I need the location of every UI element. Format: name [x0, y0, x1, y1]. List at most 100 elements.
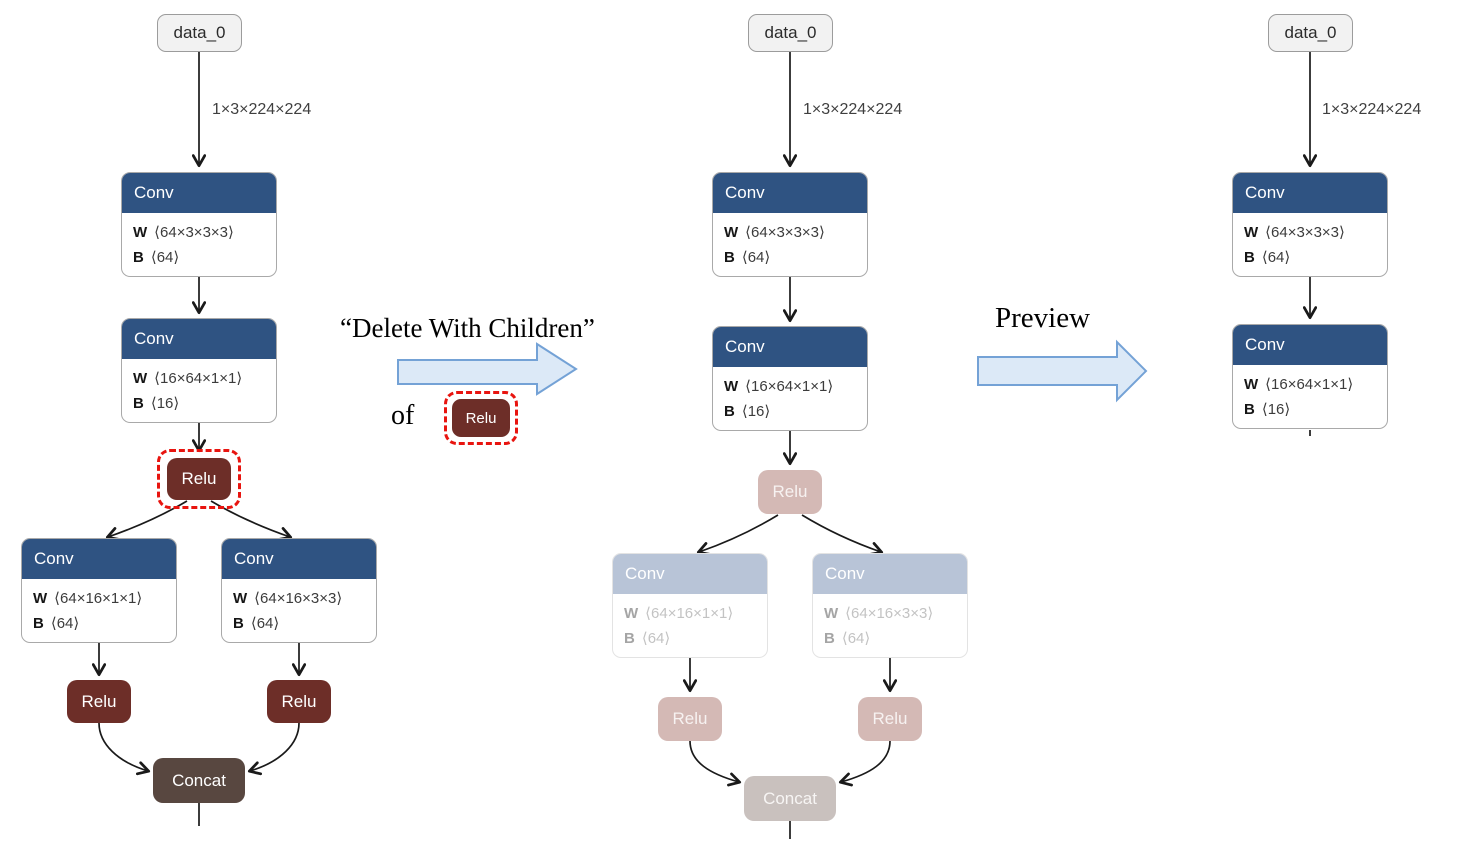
weight-value: ⟨64×16×1×1⟩ — [645, 605, 734, 622]
weight-value: ⟨16×64×1×1⟩ — [745, 378, 834, 395]
bias-value: ⟨64⟩ — [641, 630, 671, 647]
conv-title: Conv — [713, 173, 867, 213]
bias-value: ⟨64⟩ — [150, 249, 180, 266]
weight-param: W ⟨64×16×3×3⟩ — [233, 586, 376, 611]
edge-relu-concat-right — [838, 740, 891, 787]
bias-param: B ⟨64⟩ — [233, 611, 376, 636]
weight-param: W ⟨64×3×3×3⟩ — [1244, 220, 1387, 245]
concat-node-deleted[interactable]: Concat — [744, 776, 836, 821]
conv-params: W ⟨16×64×1×1⟩ B ⟨16⟩ — [122, 359, 276, 422]
conv-node[interactable]: Conv W ⟨16×64×1×1⟩ B ⟨16⟩ — [1232, 324, 1388, 429]
conv-title: Conv — [222, 539, 376, 579]
weight-key: W — [1244, 224, 1259, 241]
conv-params: W⟨64×3×3×3⟩ B ⟨64⟩ — [122, 213, 276, 276]
bias-param: B⟨64⟩ — [33, 611, 176, 636]
action-caption: “Delete With Children” — [340, 313, 595, 343]
bias-value: ⟨16⟩ — [150, 395, 180, 412]
bias-param: B ⟨64⟩ — [624, 626, 767, 651]
relu-node-deleted[interactable]: Relu — [658, 697, 722, 741]
bias-param: B⟨64⟩ — [824, 626, 967, 651]
weight-key: W — [724, 378, 739, 395]
conv-node[interactable]: Conv W ⟨64×16×3×3⟩ B ⟨64⟩ — [221, 538, 377, 643]
weight-key: W — [133, 370, 148, 387]
weight-key: W — [1244, 376, 1259, 393]
weight-value: ⟨64×3×3×3⟩ — [745, 224, 825, 241]
action-relu-chip: Relu — [452, 399, 510, 437]
bias-key: B — [1244, 401, 1255, 418]
bias-key: B — [724, 403, 735, 420]
bias-key: B — [133, 395, 144, 412]
bias-param: B ⟨16⟩ — [1244, 397, 1387, 422]
input-node[interactable]: data_0 — [157, 14, 242, 52]
edge-relu-convleft — [696, 514, 779, 556]
weight-key: W — [624, 605, 639, 622]
weight-key: W — [824, 605, 839, 622]
conv-params: W ⟨64×3×3×3⟩ B ⟨64⟩ — [1233, 213, 1387, 276]
conv-node[interactable]: Conv W⟨16×64×1×1⟩ B⟨16⟩ — [121, 318, 277, 423]
weight-param: W⟨64×3×3×3⟩ — [133, 220, 276, 245]
bias-key: B — [133, 249, 144, 266]
input-node[interactable]: data_0 — [748, 14, 833, 52]
weight-value: ⟨16×64×1×1⟩ — [1265, 376, 1354, 393]
bias-value: ⟨64⟩ — [1261, 249, 1291, 266]
weight-value: ⟨64×16×3×3⟩ — [845, 605, 934, 622]
action-chip-highlight — [444, 391, 518, 445]
conv-params: W ⟨64×16×3×3⟩ B⟨64⟩ — [813, 594, 967, 657]
relu-node[interactable]: Relu — [67, 680, 131, 723]
conv-node[interactable]: Conv W⟨64×3×3×3⟩ B⟨64⟩ — [1232, 172, 1388, 277]
input-node[interactable]: data_0 — [1268, 14, 1353, 52]
edge-relu-concat-left — [98, 722, 151, 776]
conv-title: Conv — [713, 327, 867, 367]
bias-key: B — [233, 615, 244, 632]
conv-node[interactable]: Conv W ⟨16×64×1×1⟩ B ⟨16⟩ — [712, 326, 868, 431]
conv-params: W ⟨64×16×3×3⟩ B ⟨64⟩ — [222, 579, 376, 642]
bias-key: B — [624, 630, 635, 647]
conv-node-deleted[interactable]: Conv W ⟨64×16×1×1⟩ B ⟨64⟩ — [612, 553, 768, 658]
bias-value: ⟨16⟩ — [741, 403, 771, 420]
weight-param: W ⟨16×64×1×1⟩ — [133, 366, 276, 391]
relu-node-selected[interactable]: Relu — [167, 458, 231, 500]
tensor-shape-label: 1×3×224×224 — [1322, 101, 1422, 118]
bias-key: B — [824, 630, 835, 647]
conv-node[interactable]: Conv W⟨64×3×3×3⟩ B⟨64⟩ — [712, 172, 868, 277]
conv-title: Conv — [813, 554, 967, 594]
bias-key: B — [1244, 249, 1255, 266]
bias-value: ⟨64⟩ — [50, 615, 80, 632]
relu-node[interactable]: Relu — [267, 680, 331, 723]
conv-node-deleted[interactable]: Conv W ⟨64×16×3×3⟩ B⟨64⟩ — [812, 553, 968, 658]
conv-title: Conv — [1233, 325, 1387, 365]
edge-relu-convleft — [105, 500, 188, 541]
relu-node-deleted[interactable]: Relu — [858, 697, 922, 741]
relu-node-deleted[interactable]: Relu — [758, 470, 822, 514]
weight-param: W ⟨16×64×1×1⟩ — [724, 374, 867, 399]
weight-key: W — [133, 224, 148, 241]
concat-node[interactable]: Concat — [153, 758, 245, 803]
edge-relu-concat-right — [247, 722, 300, 776]
conv-node[interactable]: Conv W⟨64×3×3×3⟩ B⟨64⟩ — [121, 172, 277, 277]
weight-value: ⟨64×16×1×1⟩ — [54, 590, 143, 607]
edge-relu-concat-left — [689, 740, 742, 787]
bias-param: B ⟨16⟩ — [133, 391, 276, 416]
conv-title: Conv — [22, 539, 176, 579]
weight-value: ⟨64×16×3×3⟩ — [254, 590, 343, 607]
weight-key: W — [233, 590, 248, 607]
weight-value: ⟨16×64×1×1⟩ — [154, 370, 243, 387]
conv-params: W ⟨16×64×1×1⟩ B ⟨16⟩ — [713, 367, 867, 430]
conv-params: W⟨64×16×1×1⟩ B⟨64⟩ — [22, 579, 176, 642]
bias-param: B ⟨64⟩ — [1244, 245, 1387, 270]
tensor-shape-label: 1×3×224×224 — [803, 101, 903, 118]
weight-param: W⟨64×16×1×1⟩ — [33, 586, 176, 611]
bias-value: ⟨16⟩ — [1261, 401, 1291, 418]
conv-title: Conv — [613, 554, 767, 594]
action-of-text: of — [391, 400, 415, 431]
conv-node[interactable]: Conv W⟨64×16×1×1⟩ B⟨64⟩ — [21, 538, 177, 643]
conv-params: W ⟨16×64×1×1⟩ B ⟨16⟩ — [1233, 365, 1387, 428]
bias-param: B ⟨64⟩ — [133, 245, 276, 270]
weight-param: W ⟨64×16×3×3⟩ — [824, 601, 967, 626]
conv-params: W ⟨64×16×1×1⟩ B ⟨64⟩ — [613, 594, 767, 657]
bias-value: ⟨64⟩ — [250, 615, 280, 632]
edge-relu-convright — [210, 500, 293, 541]
weight-value: ⟨64×3×3×3⟩ — [1265, 224, 1345, 241]
